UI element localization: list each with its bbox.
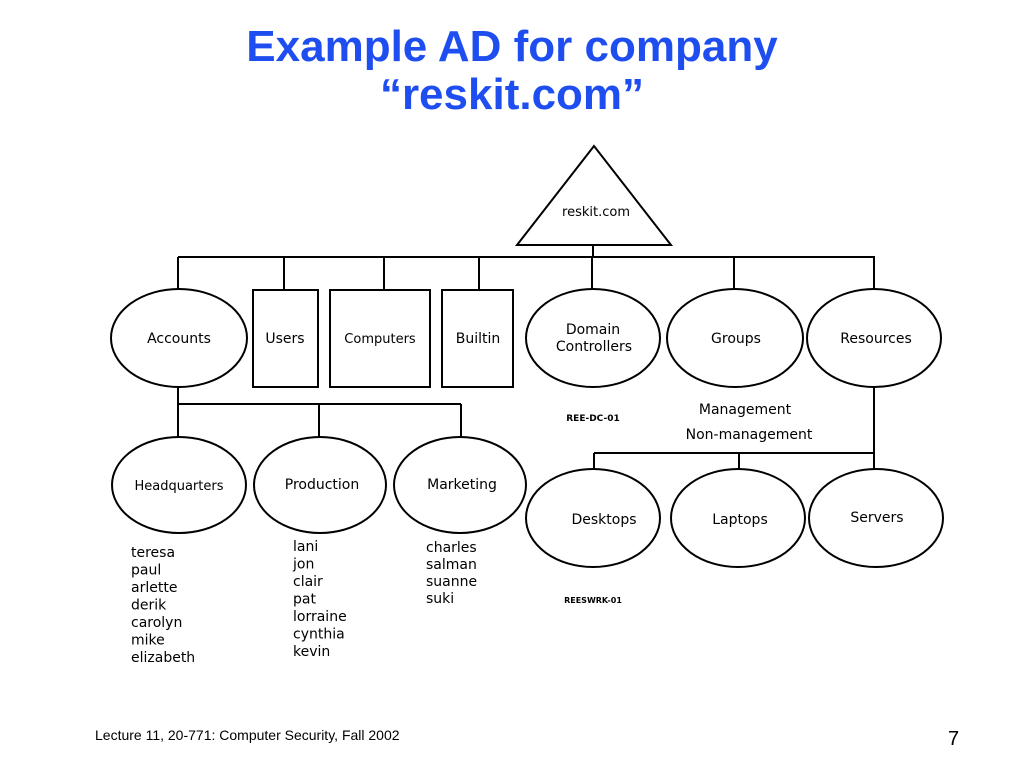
- node-groups[interactable]: [666, 288, 804, 388]
- user-name: kevin: [293, 644, 330, 660]
- node-users-label: Users: [265, 331, 304, 347]
- connectors: [177, 245, 875, 469]
- node-computers[interactable]: [329, 289, 431, 388]
- node-desktops[interactable]: [525, 468, 661, 568]
- node-computers-label: Computers: [344, 332, 416, 347]
- node-resources-label: Resources: [840, 331, 912, 347]
- dc-server-label: REE-DC-01: [566, 414, 620, 424]
- node-production-label: Production: [285, 477, 359, 493]
- domain-root-triangle[interactable]: [514, 144, 674, 246]
- node-domain-controllers-label-1: Domain: [566, 322, 620, 338]
- slide-title-line-1: Example AD for company: [246, 22, 778, 71]
- user-name: paul: [131, 563, 161, 579]
- node-builtin-label: Builtin: [456, 331, 501, 347]
- node-marketing[interactable]: [393, 436, 527, 534]
- user-name: lorraine: [293, 609, 347, 625]
- user-name: suki: [426, 591, 454, 607]
- node-users[interactable]: [252, 289, 319, 388]
- user-name: elizabeth: [131, 650, 195, 666]
- page-number: 7: [948, 728, 960, 750]
- node-domain-controllers[interactable]: [525, 288, 661, 388]
- group-non-management: Non-management: [686, 427, 813, 443]
- user-name: cynthia: [293, 627, 345, 643]
- user-name: arlette: [131, 580, 177, 596]
- user-name: suanne: [426, 574, 477, 590]
- user-name: charles: [426, 540, 477, 556]
- node-production[interactable]: [253, 436, 387, 534]
- node-headquarters[interactable]: [111, 436, 247, 534]
- node-laptops[interactable]: [670, 468, 806, 568]
- node-domain-controllers-label-2: Controllers: [556, 339, 632, 355]
- node-builtin[interactable]: [441, 289, 514, 388]
- user-name: mike: [131, 633, 165, 649]
- node-accounts[interactable]: [110, 288, 248, 388]
- node-headquarters-label: Headquarters: [134, 479, 223, 494]
- node-laptops-label: Laptops: [712, 512, 768, 528]
- node-desktops-label: Desktops: [571, 512, 636, 528]
- node-marketing-label: Marketing: [427, 477, 497, 493]
- group-management: Management: [699, 402, 792, 418]
- user-name: derik: [131, 598, 167, 614]
- user-name: pat: [293, 592, 316, 608]
- user-name: jon: [292, 557, 314, 573]
- desktop-workstation-label: REESWRK-01: [564, 596, 622, 605]
- user-name: clair: [293, 574, 323, 590]
- node-groups-label: Groups: [711, 331, 761, 347]
- slide-title-line-2: “reskit.com”: [379, 70, 645, 119]
- node-servers-label: Servers: [850, 510, 903, 526]
- node-resources[interactable]: [806, 288, 942, 388]
- node-servers[interactable]: [808, 468, 944, 568]
- user-name: teresa: [131, 545, 175, 561]
- user-name: lani: [293, 539, 318, 555]
- domain-root-label: reskit.com: [562, 205, 630, 220]
- node-accounts-label: Accounts: [147, 331, 211, 347]
- user-name: carolyn: [131, 615, 182, 631]
- user-name: salman: [426, 557, 477, 573]
- footer-course-info: Lecture 11, 20-771: Computer Security, F…: [95, 727, 400, 743]
